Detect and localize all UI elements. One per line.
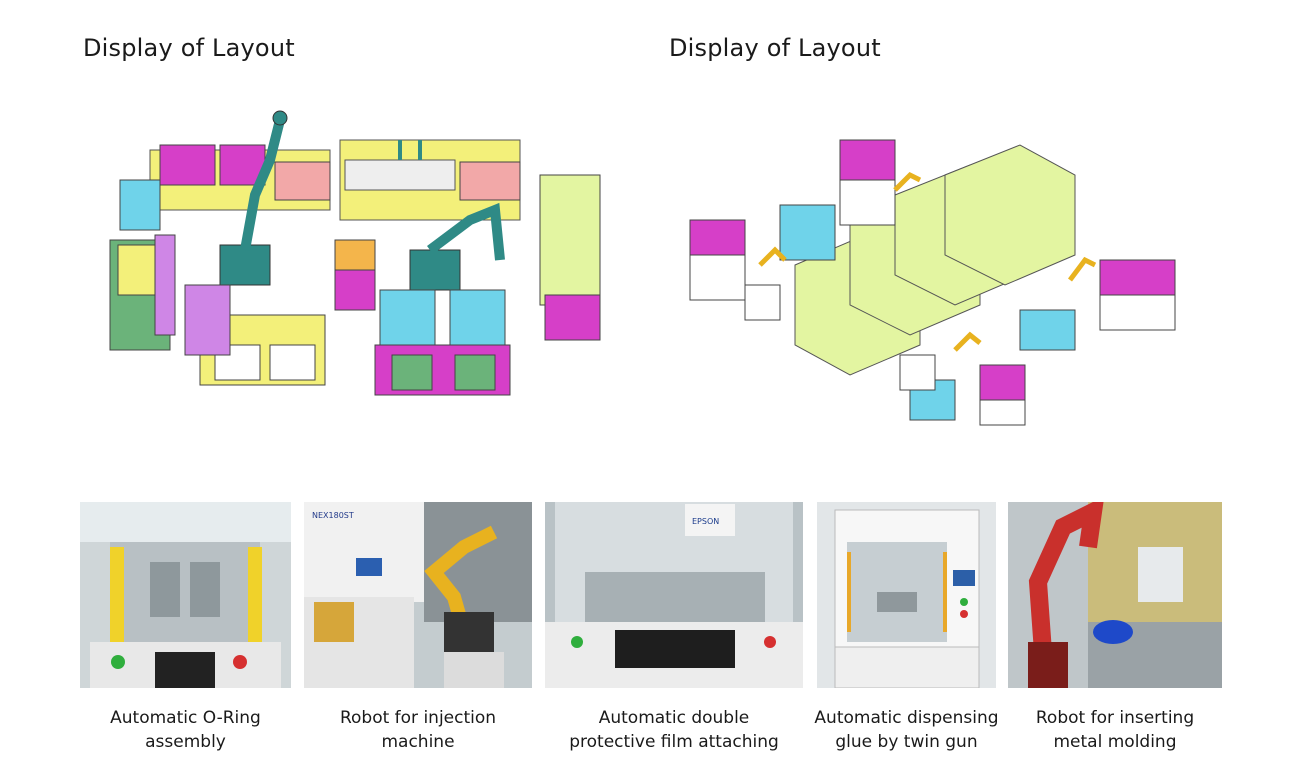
photo-film-attaching: EPSON	[545, 502, 803, 688]
caption-dispensing-glue: Automatic dispensing glue by twin gun	[814, 708, 999, 752]
photo-robot-injection-machine: NEX180ST	[304, 502, 532, 688]
robot-brand-label: EPSON	[692, 517, 719, 526]
layout-heading-left: Display of Layout	[83, 34, 295, 62]
caption-o-ring-assembly: Automatic O-Ring assembly	[110, 708, 261, 752]
production-line-layout-drawing-right	[689, 139, 1176, 426]
caption-robot-injection-machine: Robot for injection machine	[339, 708, 497, 752]
caption-film-attaching: Automatic double protective film attachi…	[569, 708, 779, 752]
photo-robot-metal-molding	[1008, 502, 1222, 688]
layout-heading-right: Display of Layout	[669, 34, 881, 62]
photo-dispensing-glue	[817, 502, 996, 688]
caption-robot-metal-molding: Robot for inserting metal molding	[1035, 708, 1195, 752]
photo-o-ring-assembly	[80, 502, 291, 688]
production-line-layout-drawing-left	[109, 110, 601, 396]
machine-brand-label: NEX180ST	[312, 511, 354, 520]
